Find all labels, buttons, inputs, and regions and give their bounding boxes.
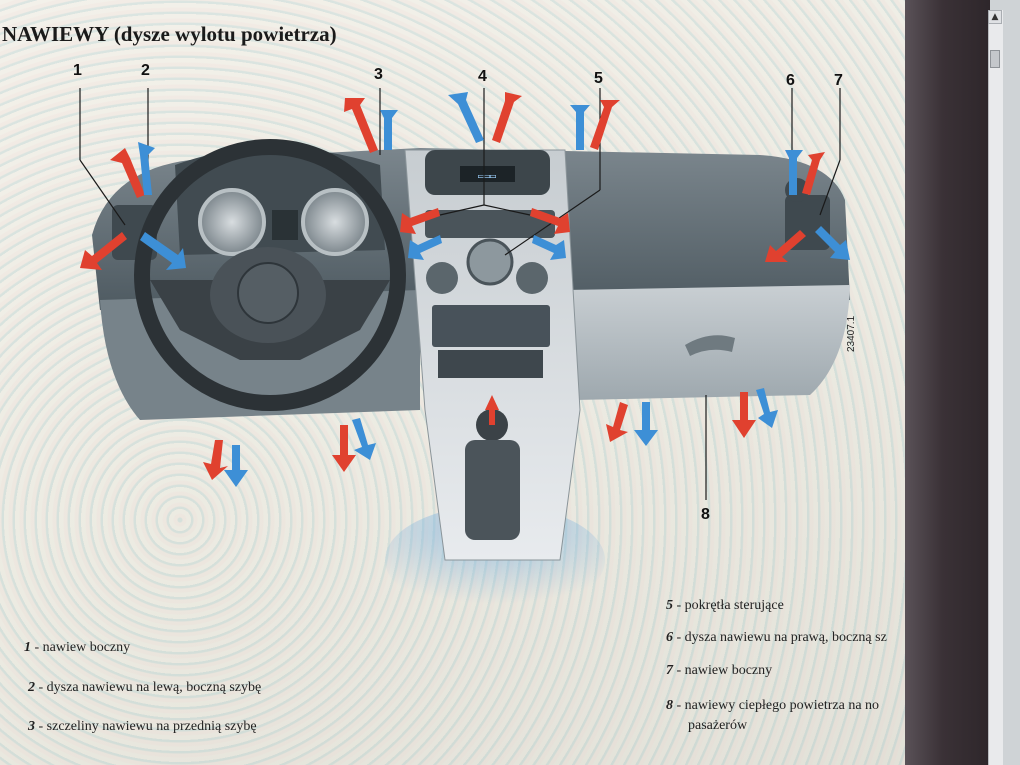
warm-arrow: [332, 425, 356, 472]
warm-arrow: [110, 148, 145, 198]
hazard-knob: [466, 238, 514, 286]
radio-slot: [438, 350, 543, 378]
cold-arrow: [532, 235, 566, 260]
legend-item: 8 - nawiewy ciepłego powietrza na no: [666, 698, 880, 713]
cluster-center-display: [272, 210, 298, 240]
vertical-scrollbar[interactable]: [988, 10, 1003, 765]
lcd-display: [460, 166, 515, 182]
legend-item: 5 - pokrętła sterujące: [666, 598, 784, 613]
background-dark-edge: [905, 0, 1000, 765]
cold-arrow: [634, 402, 658, 446]
callout-4: 4: [478, 68, 487, 85]
callout-8: 8: [701, 506, 710, 523]
manual-page: NAWIEWY (dysze wylotu powietrza): [0, 0, 905, 765]
callout-2: 2: [141, 62, 150, 79]
warm-arrow: [344, 98, 378, 153]
warm-arrow: [732, 392, 756, 438]
cold-arrow: [448, 92, 484, 143]
callout-1: 1: [73, 62, 82, 79]
cold-arrow: [140, 232, 186, 270]
steering-wheel-rim: [134, 139, 406, 411]
warm-arrow: [203, 440, 228, 480]
callout-3: 3: [374, 66, 383, 83]
tachometer: [301, 188, 369, 256]
cold-arrow: [785, 150, 803, 195]
figure-code: 23407.1: [846, 315, 857, 352]
callout-leader-lines: [79, 88, 841, 500]
cold-arrow: [380, 110, 398, 150]
legend-item-continuation: pasażerów: [688, 718, 748, 733]
callout-5: 5: [594, 70, 603, 87]
glovebox-handle: [685, 335, 735, 356]
warm-arrow: [485, 395, 499, 425]
radio-unit: [432, 305, 550, 347]
steering-wheel-logo: [237, 262, 299, 324]
cold-arrow: [138, 142, 155, 195]
cold-arrow: [570, 105, 590, 150]
scroll-up-arrow-icon[interactable]: ▲: [988, 10, 1002, 24]
legend-item: 2 - dysza nawiewu na lewą, boczną szybę: [28, 680, 262, 695]
lcd-text: ▭▭▭: [478, 171, 496, 182]
speedometer: [198, 188, 266, 256]
warm-arrow: [590, 100, 620, 150]
callout-6: 6: [786, 72, 795, 89]
scrollbar-thumb[interactable]: [990, 50, 1000, 68]
cold-arrow: [815, 226, 850, 260]
legend-item: 3 - szczeliny nawiewu na przednią szybę: [28, 719, 257, 734]
warm-arrow: [492, 92, 522, 143]
legend-item: 1 - nawiew boczny: [24, 640, 131, 655]
cold-arrow: [352, 418, 376, 460]
warm-arrow: [400, 208, 440, 234]
callout-7: 7: [834, 72, 843, 89]
warm-arrow: [80, 232, 127, 270]
airflow-arrows: [80, 92, 850, 487]
legend-item: 7 - nawiew boczny: [666, 663, 773, 678]
gear-boot: [465, 440, 520, 540]
warm-arrow: [606, 402, 628, 442]
warm-arrow: [530, 208, 570, 234]
warm-arrow: [765, 230, 806, 262]
cold-arrow: [756, 388, 778, 428]
right-control-knob: [516, 262, 548, 294]
left-control-knob: [426, 262, 458, 294]
cold-arrow: [408, 235, 442, 260]
center-vents: [425, 210, 555, 238]
warm-arrow: [802, 152, 825, 195]
legend-item: 6 - dysza nawiewu na prawą, boczną sz: [666, 630, 887, 645]
dashboard-illustration: ▭▭▭: [79, 88, 850, 615]
cold-arrow: [224, 445, 248, 487]
page-title: NAWIEWY (dysze wylotu powietrza): [2, 22, 337, 46]
